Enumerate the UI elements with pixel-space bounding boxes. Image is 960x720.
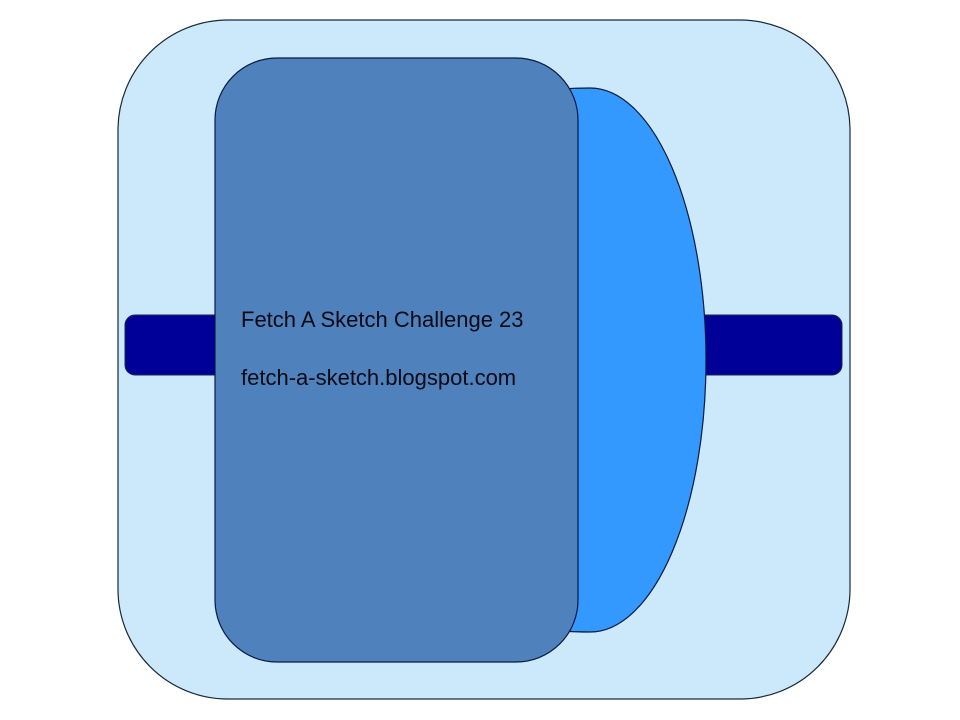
blog-url: fetch-a-sketch.blogspot.com bbox=[241, 365, 517, 390]
card-panel bbox=[214, 57, 579, 663]
half-ellipse-shape bbox=[539, 87, 707, 633]
challenge-title: Fetch A Sketch Challenge 23 bbox=[241, 307, 524, 332]
